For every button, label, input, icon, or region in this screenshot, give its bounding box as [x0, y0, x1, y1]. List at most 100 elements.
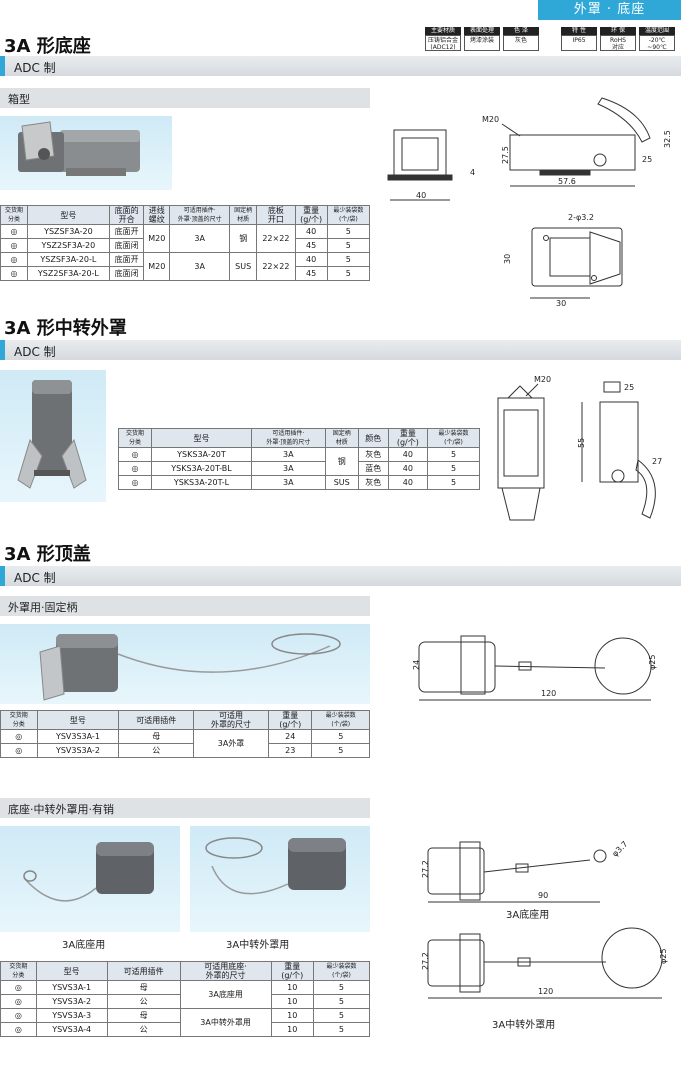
- svg-text:32.5: 32.5: [663, 130, 672, 148]
- section1-dimension-drawing: 40 4 M20 27.5 32.5 25 57.6 2-φ3.2 30 30: [387, 97, 672, 308]
- svg-text:4: 4: [470, 168, 475, 177]
- section1-band: ADC 制: [0, 56, 681, 76]
- spec-color: 色 泽灰色: [503, 27, 539, 51]
- svg-text:2-φ3.2: 2-φ3.2: [568, 213, 594, 222]
- section3-dimension-drawing-3: 27.2 120 φ25 3A中转外罩用: [421, 927, 668, 1031]
- spec-material: 主要材质压铸铝合金 (ADC12): [425, 27, 461, 51]
- section3-dimension-drawing-1: 24 120 φ25: [412, 635, 657, 701]
- section1-title: 3A 形底座: [4, 36, 91, 57]
- col-pack: 最少装袋数 (个/袋): [326, 205, 371, 225]
- svg-text:55: 55: [577, 438, 586, 448]
- caption-hood-use: 3A中转外罩用: [226, 940, 290, 951]
- svg-text:30: 30: [556, 299, 566, 308]
- spec-boxes-material: 主要材质压铸铝合金 (ADC12) 表面处理烤漆涂装 色 泽灰色: [425, 27, 539, 51]
- svg-text:30: 30: [503, 254, 512, 264]
- col-pack: 最少装袋数 (个/袋): [427, 428, 480, 448]
- col-color: 颜色: [357, 428, 389, 448]
- col-handle: 固定柄 材质: [229, 205, 258, 225]
- col-delivery: 交货期 分类: [0, 710, 38, 730]
- cover-base-illustration: [23, 842, 154, 902]
- col-model: 型号: [26, 205, 110, 225]
- svg-text:27.2: 27.2: [421, 952, 430, 970]
- col-size: 可适用插件· 外罩·顶盖的尺寸: [250, 428, 326, 448]
- svg-text:M20: M20: [534, 375, 551, 384]
- svg-text:3A底座用: 3A底座用: [506, 908, 549, 921]
- svg-text:25: 25: [642, 155, 652, 164]
- svg-text:3A中转外罩用: 3A中转外罩用: [492, 1018, 555, 1031]
- col-delivery: 交货期 分类: [117, 428, 153, 448]
- caption-base-use: 3A底座用: [62, 940, 106, 951]
- svg-text:φ25: φ25: [659, 949, 668, 964]
- product-photo-box-base: [0, 116, 172, 190]
- svg-text:φ3.7: φ3.7: [610, 839, 629, 858]
- section2-dimension-drawing: M20 25 55 27: [497, 375, 662, 521]
- col-insert: 可适用插件: [118, 710, 195, 730]
- section3-subheading-2: 底座·中转外罩用·有销: [0, 798, 370, 818]
- section3-subheading-1: 外罩用·固定柄: [0, 596, 370, 616]
- section3-spec-table-1: 交货期 分类 型号 可适用插件 可适用 外罩的尺寸 重量 (g/个) 最少装袋数…: [0, 710, 370, 758]
- col-model: 型号: [36, 710, 120, 730]
- col-delivery: 交货期 分类: [0, 961, 37, 981]
- cover-hood-illustration: [205, 837, 346, 895]
- svg-text:M20: M20: [482, 115, 499, 124]
- section2-band: ADC 制: [0, 340, 681, 360]
- product-photo-hood: [0, 370, 106, 502]
- spec-surface: 表面处理烤漆涂装: [464, 27, 500, 51]
- box-base-illustration: [18, 121, 140, 176]
- section2-title: 3A 形中转外罩: [4, 318, 127, 339]
- section3-dimension-drawing-2: 27.2 90 φ3.7 3A底座用: [421, 839, 630, 921]
- svg-text:120: 120: [541, 689, 556, 698]
- svg-text:24: 24: [412, 660, 421, 670]
- col-pack: 最少装袋数 (个/袋): [311, 710, 370, 730]
- col-size: 可适用 外罩的尺寸: [193, 710, 269, 730]
- category-tab: 外罩 · 底座: [538, 0, 681, 20]
- svg-text:120: 120: [538, 987, 553, 996]
- svg-text:57.6: 57.6: [558, 177, 576, 186]
- col-weight: 重量 (g/个): [267, 710, 313, 730]
- svg-text:27.5: 27.5: [501, 146, 510, 164]
- hood-illustration: [17, 380, 87, 489]
- spec-temp: 温度范围-20℃ ~90℃: [639, 27, 675, 51]
- col-size: 可适用底座· 外罩的尺寸: [179, 961, 272, 981]
- section3-spec-table-2: 交货期 分类 型号 可适用插件 可适用底座· 外罩的尺寸 重量 (g/个) 最少…: [0, 961, 371, 1037]
- col-weight: 重量 (g/个): [387, 428, 429, 448]
- section3-band: ADC 制: [0, 566, 681, 586]
- product-photo-cover-hood: [190, 826, 370, 932]
- section1-spec-table: 交货期 分类 型号 底面的 开合 进线 螺纹 可适用插件· 外罩·顶盖的尺寸 固…: [0, 205, 371, 281]
- col-insert: 可适用插件: [106, 961, 181, 981]
- svg-text:φ25: φ25: [648, 655, 657, 670]
- col-weight: 重量 (g/个): [270, 961, 314, 981]
- col-handle: 固定柄 材质: [324, 428, 359, 448]
- svg-text:40: 40: [416, 191, 426, 200]
- col-size: 可适用插件· 外罩·顶盖的尺寸: [169, 205, 231, 225]
- section1-subheading: 箱型: [0, 88, 370, 108]
- svg-text:27: 27: [652, 457, 662, 466]
- col-pack: 最少装袋数 (个/袋): [312, 961, 371, 981]
- top-cover-illustration: [39, 633, 341, 701]
- section2-spec-table: 交货期 分类 型号 可适用插件· 外罩·顶盖的尺寸 固定柄 材质 颜色 重量 (…: [117, 428, 480, 490]
- product-photo-cover-base: [0, 826, 180, 932]
- section3-title: 3A 形顶盖: [4, 544, 91, 565]
- col-bottom: 底面的 开合: [108, 205, 145, 225]
- product-photo-top-cover: [0, 624, 370, 704]
- col-opening: 底板 开口: [256, 205, 296, 225]
- col-model: 型号: [151, 428, 252, 448]
- col-weight: 重量 (g/个): [294, 205, 328, 225]
- svg-text:27.2: 27.2: [421, 860, 430, 878]
- svg-text:90: 90: [538, 891, 548, 900]
